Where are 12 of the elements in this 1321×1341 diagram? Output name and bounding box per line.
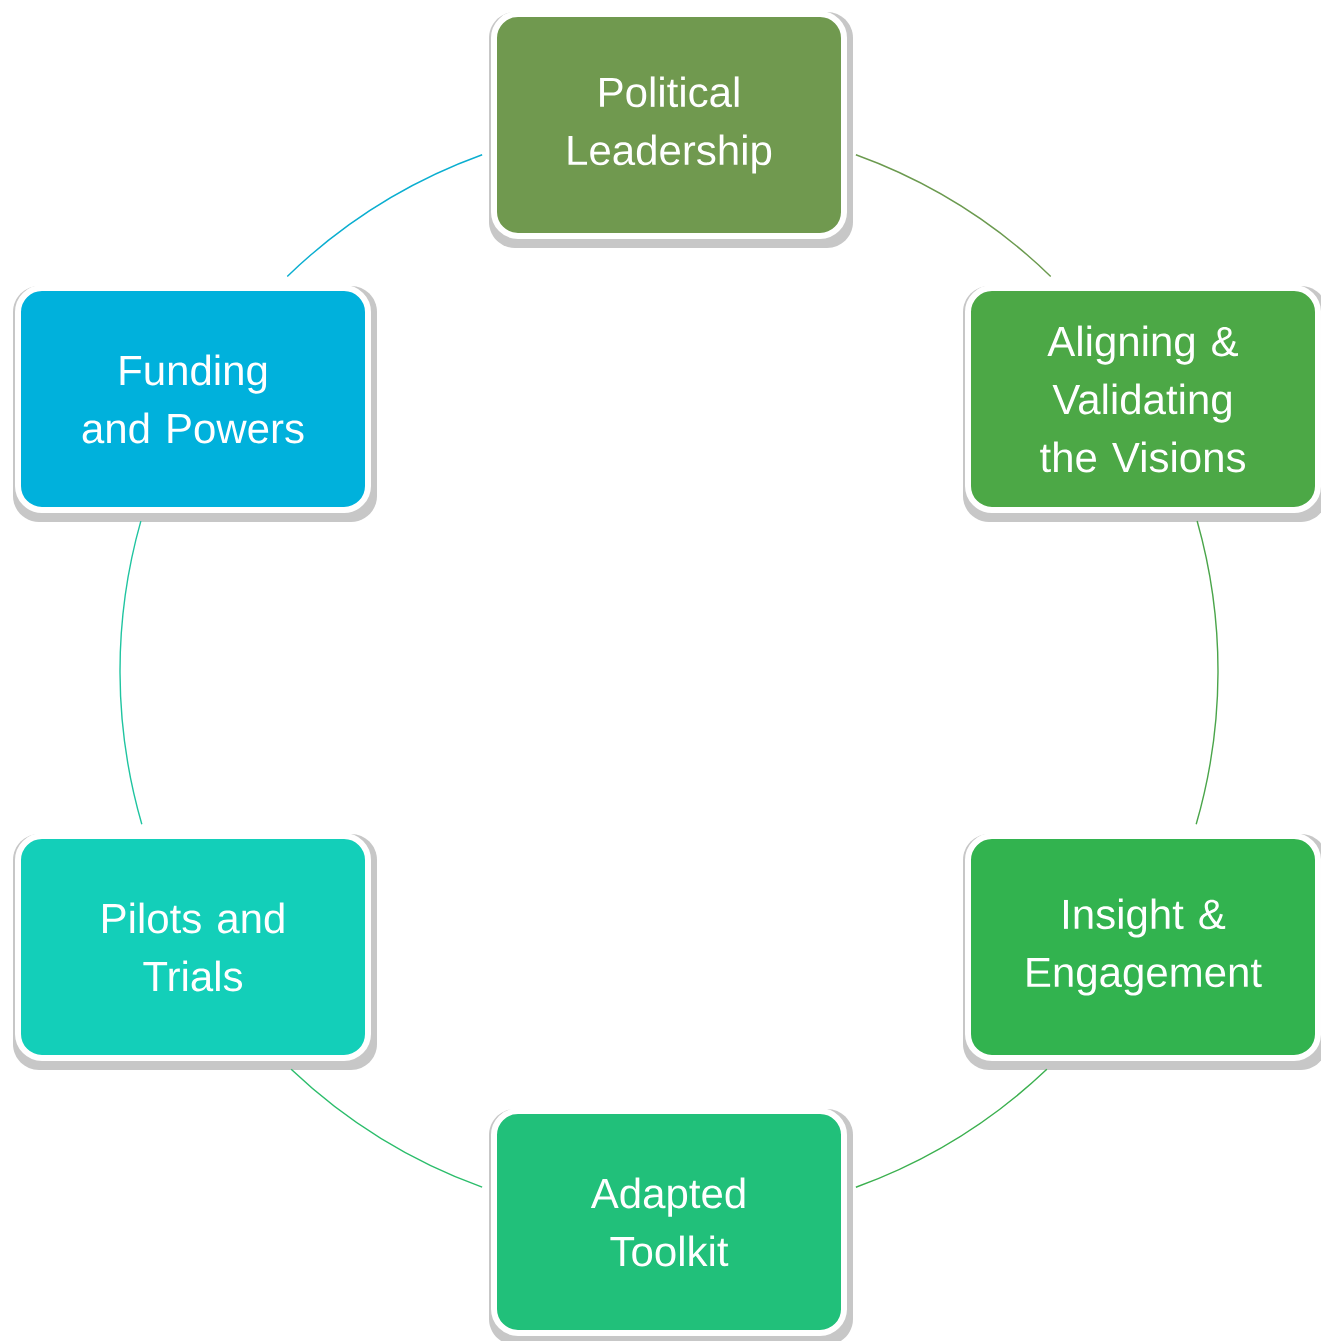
process-box: Aligning & Validating the Visions: [963, 285, 1321, 522]
connector-arc: [1195, 520, 1219, 825]
connector-arc: [119, 520, 143, 825]
process-box: Funding and Powers: [13, 285, 377, 522]
connector-arc: [855, 1068, 1048, 1188]
process-box: Pilots and Trials: [13, 833, 377, 1070]
process-box: Insight & Engagement: [963, 833, 1321, 1070]
connector-arc: [290, 1068, 483, 1188]
process-box: Political Leadership: [489, 11, 853, 248]
connector-arc: [286, 154, 483, 278]
connector-arc: [855, 154, 1052, 278]
process-box: Adapted Toolkit: [489, 1108, 853, 1341]
